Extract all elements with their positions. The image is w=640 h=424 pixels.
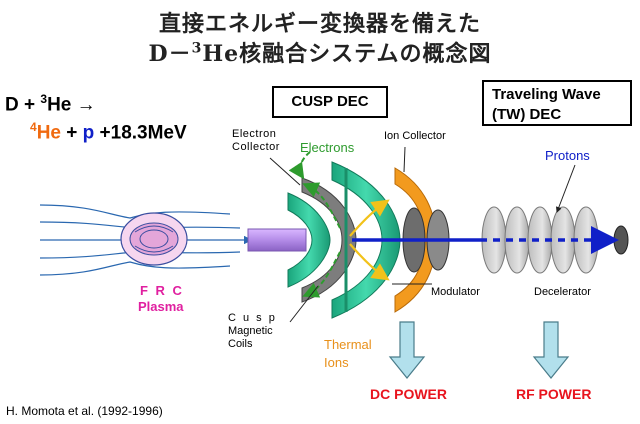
frc-label: F R C xyxy=(140,283,184,298)
title-line-1: 直接エネルギー変換器を備えた xyxy=(158,11,481,37)
frc-plasma xyxy=(120,212,188,266)
reaction-d: D + xyxy=(5,94,41,116)
dc-power-label: DC POWER xyxy=(370,386,447,402)
cusp-coils-line-1: C u s p xyxy=(228,312,277,324)
tw-dec-line-2: (TW) DEC xyxy=(492,106,562,123)
tw-dec-line-1: Traveling Wave xyxy=(492,86,601,103)
title-line-2-suffix: He核融合システムの概念図 xyxy=(202,41,492,67)
dc-power-arrow xyxy=(388,321,426,379)
rf-power-label: RF POWER xyxy=(516,386,592,402)
ion-collector-label: Ion Collector xyxy=(384,130,446,142)
reaction-rhs: 4He + p +18.3MeV xyxy=(30,120,187,144)
cusp-dec-box: CUSP DEC xyxy=(272,86,388,118)
thermal-ions-label: Thermal Ions xyxy=(324,336,372,372)
rf-power-arrow xyxy=(532,321,570,379)
cusp-dec-label: CUSP DEC xyxy=(291,93,369,110)
thermal-ion-trajectories xyxy=(349,199,390,281)
thermal-ions-line-2: Ions xyxy=(324,355,349,370)
proton-beam xyxy=(352,164,619,254)
protons-label: Protons xyxy=(545,148,590,163)
electron-collector-label: Electron Collector xyxy=(232,128,280,154)
reaction-he4: He xyxy=(36,122,61,144)
title-line-2-sup: 3 xyxy=(191,40,203,57)
citation: H. Momota et al. (1992-1996) xyxy=(6,404,163,418)
tw-dec-box: Traveling Wave (TW) DEC xyxy=(482,80,632,126)
cusp-coils-label: C u s p Magnetic Coils xyxy=(228,312,277,351)
leader-lines xyxy=(269,146,432,323)
plasma-label: Plasma xyxy=(138,299,184,314)
reaction-plus: + xyxy=(60,122,83,144)
decelerator-discs xyxy=(481,206,629,274)
decelerator-label: Decelerator xyxy=(534,286,591,298)
reaction-energy: +18.3MeV xyxy=(94,122,187,144)
cusp-coils-line-3: Coils xyxy=(228,338,253,350)
title-line-2-prefix: D－ xyxy=(148,41,192,67)
electrons-label: Electrons xyxy=(300,140,355,155)
electron-collector-line-2: Collector xyxy=(232,141,280,153)
title-line-2: D－3He核融合システムの概念図 xyxy=(0,36,640,68)
modulator-label: Modulator xyxy=(431,286,480,298)
electron-trajectories xyxy=(288,151,341,298)
reaction-lhs: D + 3He → xyxy=(5,92,96,116)
reaction-sup3: 3 xyxy=(40,92,48,106)
reaction-proton: p xyxy=(82,122,95,144)
reaction-he3: He → xyxy=(47,94,96,116)
electron-collector-line-1: Electron xyxy=(232,128,277,140)
electron-collector xyxy=(287,192,331,288)
cusp-coils-line-2: Magnetic xyxy=(228,325,273,337)
thermal-ions-line-1: Thermal xyxy=(324,337,372,352)
reaction-sup4: 4 xyxy=(30,120,37,134)
exhaust-pipe xyxy=(247,228,307,252)
